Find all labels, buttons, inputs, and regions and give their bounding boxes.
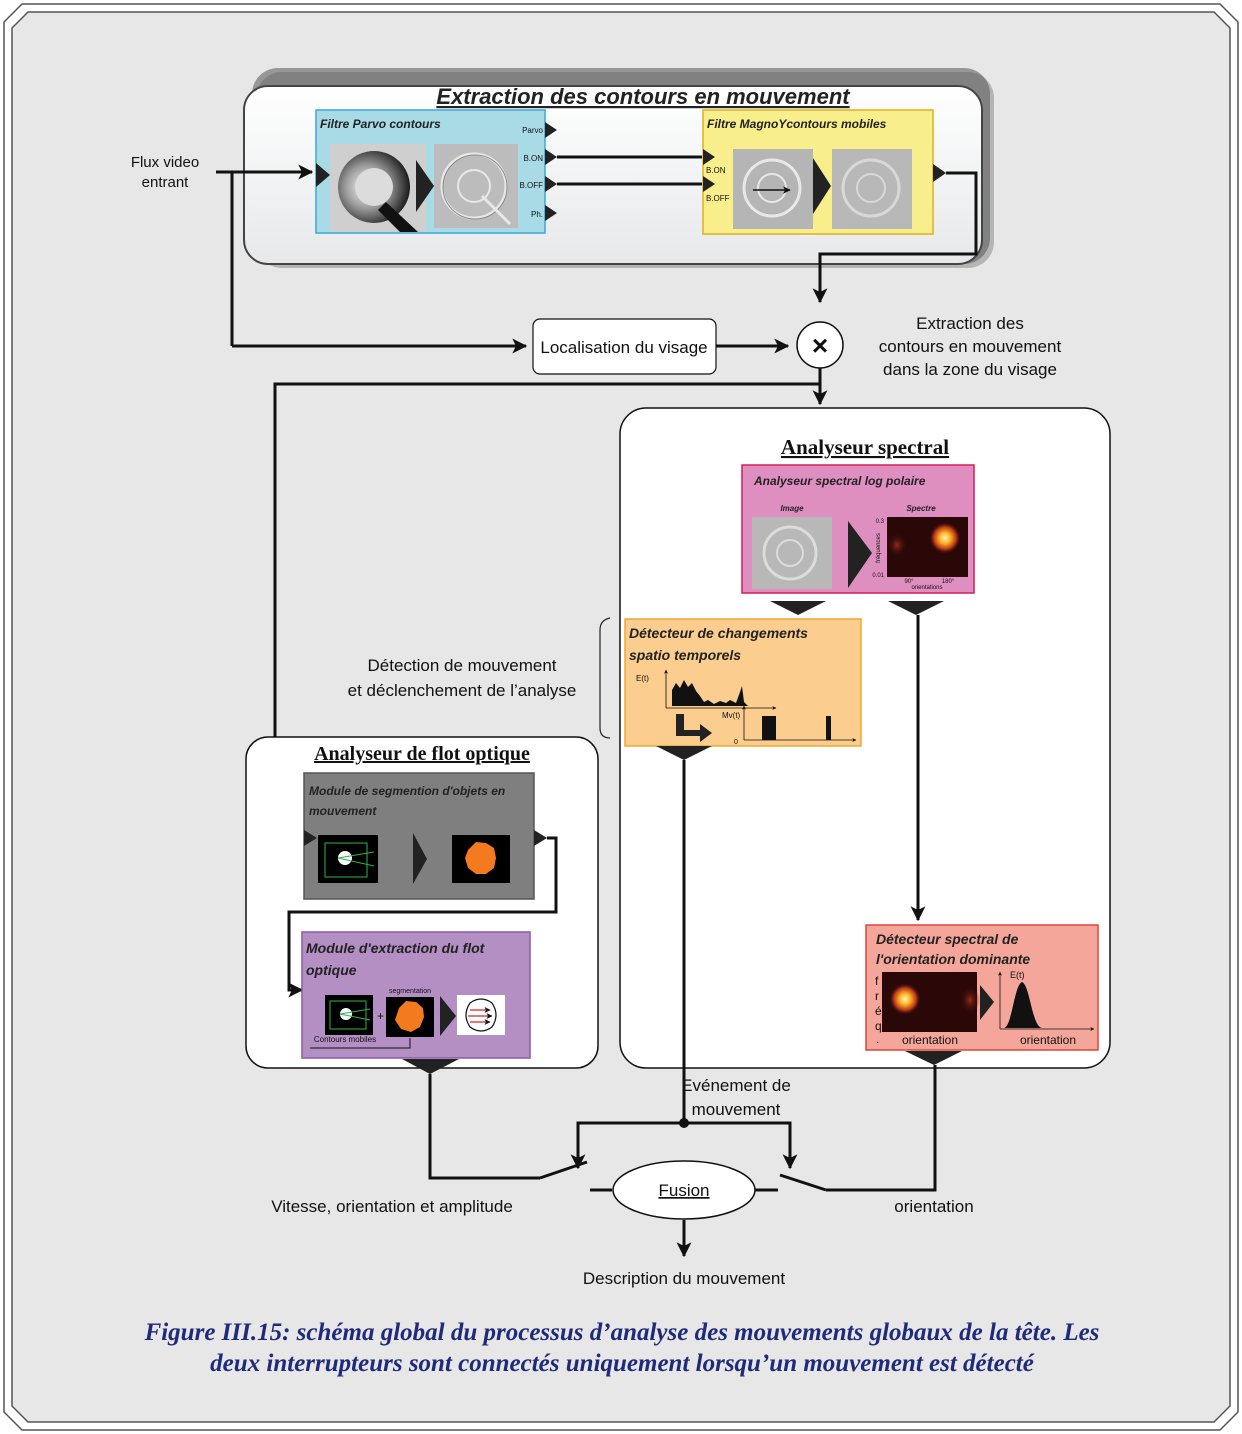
motion-plot xyxy=(742,705,857,742)
extraction-panel-title: Extraction des contours en mouvement xyxy=(436,84,851,109)
orientation-x-label-left: orientation xyxy=(902,1033,958,1047)
face-localisation-label: Localisation du visage xyxy=(540,338,707,357)
orientation-detector-box: Détecteur spectral de l'orientation domi… xyxy=(865,924,1099,1051)
multiply-symbol: × xyxy=(812,330,828,361)
orientation-y-letter-5: . xyxy=(876,1032,879,1046)
detection-label-line2: et déclenchement de l’analyse xyxy=(348,681,577,700)
logpolar-y-axis: fréquences xyxy=(876,533,882,563)
detector-e-label: E(t) xyxy=(636,674,649,683)
flow-segmentation-image xyxy=(386,997,434,1037)
detector-mv-label: Mv(t) xyxy=(722,711,741,720)
flow-plus: + xyxy=(377,1009,384,1023)
parvo-input-image xyxy=(330,144,426,232)
logpolar-box: Analyseur spectral log polaire Image Spe… xyxy=(741,464,975,594)
orientation-y-letter-2: r xyxy=(875,989,879,1003)
segmentation-to-flow-connector xyxy=(287,836,558,998)
magno-input-bon: B.ON xyxy=(706,166,726,175)
magno-filter-box: Filtre MagnoYcontours mobiles B.ON B.OFF xyxy=(702,109,946,235)
segmentation-title-line1: Module de segmention d'objets en xyxy=(309,784,505,798)
parvo-output-parvo: Parvo xyxy=(522,126,543,135)
detector-title-line2: spatio temporels xyxy=(629,647,741,663)
flow-segmentation-label: segmentation xyxy=(389,988,431,995)
left-output-label: Vitesse, orientation et amplitude xyxy=(271,1197,513,1216)
orientation-spectrum xyxy=(882,972,980,1032)
parvo-title: Filtre Parvo contours xyxy=(320,117,441,131)
segmentation-module-box: Module de segmention d'objets en mouveme… xyxy=(303,772,547,900)
detector-zero: 0 xyxy=(734,739,738,746)
segmentation-input-image xyxy=(318,835,378,883)
orientation-et-label: E(t) xyxy=(1010,970,1025,980)
logpolar-spectrum xyxy=(887,517,968,577)
flow-title-line2: optique xyxy=(306,962,357,978)
multiply-label-line2: contours en mouvement xyxy=(879,337,1062,356)
optical-flow-title: Analyseur de flot optique xyxy=(314,743,530,765)
detection-brace xyxy=(599,617,611,739)
flow-title-line1: Module d'extraction du flot xyxy=(306,940,486,956)
magno-input-image xyxy=(733,149,813,229)
input-label-line2: entrant xyxy=(142,174,190,191)
logpolar-x-mid: 90° xyxy=(904,579,914,585)
flow-process-arrow xyxy=(440,996,456,1036)
magno-output-image xyxy=(832,149,912,229)
parvo-process-arrow xyxy=(416,160,434,212)
spatiotemporal-detector-box: Détecteur de changements spatio temporel… xyxy=(624,618,862,747)
magno-input-boff: B.OFF xyxy=(706,194,730,203)
segmentation-title-line2: mouvement xyxy=(309,804,377,818)
caption-line2: deux interrupteurs sont connectés unique… xyxy=(210,1350,1035,1377)
magno-process-arrow xyxy=(813,158,831,214)
orientation-title-line2: l'orientation dominante xyxy=(876,951,1030,967)
orientation-peak-plot xyxy=(998,971,1095,1031)
spectral-analyser-title: Analyseur spectral xyxy=(781,435,949,459)
event-label-line1: Evénement de xyxy=(681,1076,791,1095)
orientation-y-letter-1: f xyxy=(875,974,879,988)
logpolar-title: Analyseur spectral log polaire xyxy=(753,474,926,488)
input-label-line1: Flux video xyxy=(131,154,199,171)
parvo-contour-image xyxy=(434,144,518,228)
flow-extraction-module-box: Module d'extraction du flot optique + se… xyxy=(301,931,531,1059)
magno-title: Filtre MagnoYcontours mobiles xyxy=(707,117,887,131)
orientation-x-label-right: orientation xyxy=(1020,1033,1076,1047)
multiply-label-line3: dans la zone du visage xyxy=(883,360,1057,379)
orientation-y-letter-3: é xyxy=(875,1004,882,1018)
fusion-label: Fusion xyxy=(658,1181,709,1200)
logpolar-x-axis: orientations xyxy=(911,585,942,591)
logpolar-process-arrow xyxy=(848,521,872,588)
flow-contours-image xyxy=(325,995,373,1035)
parvo-output-ph: Ph. xyxy=(531,210,543,219)
detection-label-line1: Détection de mouvement xyxy=(368,656,557,675)
logpolar-image xyxy=(752,517,832,589)
logpolar-y-bottom: 0.01 xyxy=(872,573,884,579)
face-localisation-box: Localisation du visage xyxy=(532,318,717,375)
segmentation-output-image xyxy=(452,835,510,883)
segmentation-process-arrow xyxy=(413,833,427,884)
logpolar-x-right: 180° xyxy=(942,579,955,585)
event-label-line2: mouvement xyxy=(692,1100,781,1119)
logpolar-y-top: 0.3 xyxy=(876,519,885,525)
orientation-y-letter-4: q xyxy=(875,1019,882,1033)
bottom-output-label: Description du mouvement xyxy=(583,1269,785,1288)
flow-contours-label: Contours mobiles xyxy=(314,1035,376,1044)
logpolar-spectrum-label: Spectre xyxy=(906,504,936,513)
parvo-filter-box: Filtre Parvo contours Parvo B.ON B.OFF P… xyxy=(315,109,557,234)
multiply-label-line1: Extraction des xyxy=(916,314,1024,333)
orientation-process-arrow xyxy=(980,985,994,1020)
parvo-output-bon: B.ON xyxy=(523,154,543,163)
flow-vector-image xyxy=(457,995,505,1035)
fusion-node: Fusion xyxy=(612,1160,756,1220)
detector-title-line1: Détecteur de changements xyxy=(629,625,808,641)
caption-line1: Figure III.15: schéma global du processu… xyxy=(144,1319,1100,1346)
detector-step-arrow xyxy=(676,714,712,742)
right-output-label: orientation xyxy=(894,1197,973,1216)
energy-plot xyxy=(664,669,777,710)
logpolar-image-label: Image xyxy=(780,504,804,513)
multiply-node: × xyxy=(796,321,844,369)
orientation-title-line1: Détecteur spectral de xyxy=(876,931,1019,947)
parvo-output-boff: B.OFF xyxy=(519,181,543,190)
